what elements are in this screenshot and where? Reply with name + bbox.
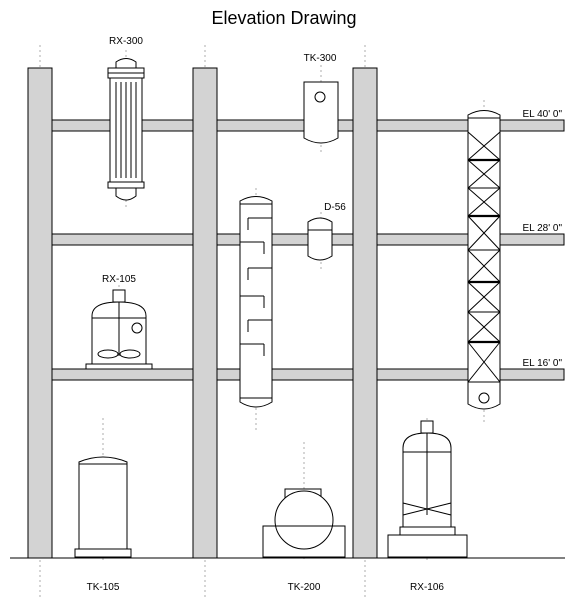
equipment-tk-200[interactable] bbox=[262, 488, 346, 558]
elevation-label-40: EL 40' 0" bbox=[522, 109, 562, 120]
elevation-label-16: EL 16' 0" bbox=[522, 358, 562, 369]
equipment-rx-106[interactable] bbox=[387, 420, 468, 558]
lattice-tower-right[interactable] bbox=[467, 110, 501, 410]
equipment-rx-300[interactable] bbox=[107, 58, 145, 201]
label-tk-105: TK-105 bbox=[87, 582, 120, 593]
label-tk-200: TK-200 bbox=[288, 582, 321, 593]
label-d-56: D-56 bbox=[324, 202, 346, 213]
drawing-title: Elevation Drawing bbox=[211, 8, 356, 28]
tray-column-middle[interactable] bbox=[239, 196, 273, 408]
equipment-d-56[interactable] bbox=[307, 217, 333, 261]
equipment-tk-300[interactable] bbox=[303, 81, 339, 144]
label-rx-106: RX-106 bbox=[410, 582, 444, 593]
label-tk-300: TK-300 bbox=[304, 53, 337, 64]
equipment-rx-105[interactable] bbox=[85, 289, 153, 370]
column-middle bbox=[192, 67, 218, 559]
label-rx-105: RX-105 bbox=[102, 274, 136, 285]
column-right bbox=[352, 67, 378, 559]
label-rx-300: RX-300 bbox=[109, 36, 143, 47]
column-left bbox=[27, 67, 53, 559]
elevation-label-28: EL 28' 0" bbox=[522, 223, 562, 234]
equipment-tk-105[interactable] bbox=[74, 456, 132, 558]
